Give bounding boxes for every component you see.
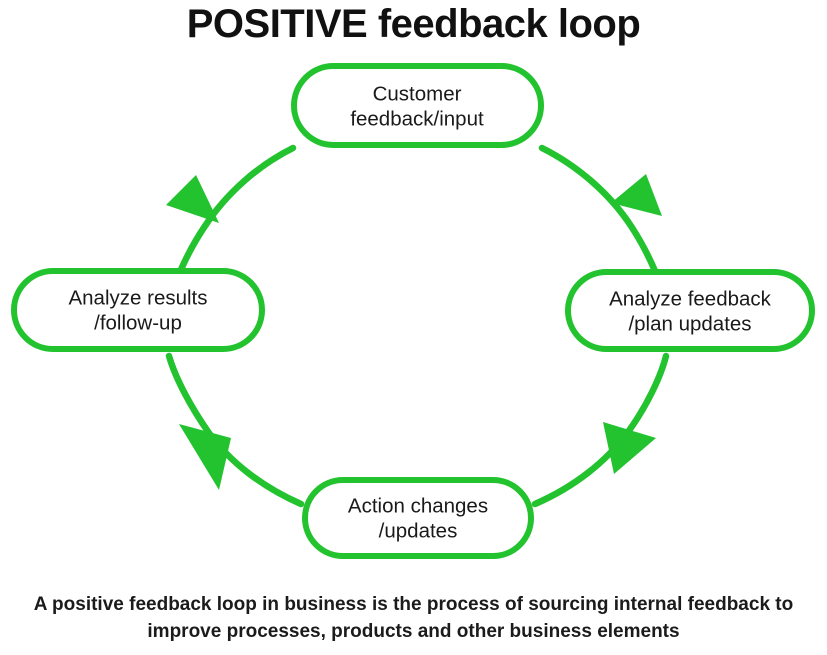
arrowhead-top-to-right [611, 174, 662, 216]
node-top-label-line1: Customer [373, 82, 462, 105]
node-left-label-line2: /follow-up [94, 311, 182, 334]
node-analyze-feedback-plan-updates[interactable]: Analyze feedback /plan updates [565, 269, 815, 352]
node-right-shape [565, 269, 815, 352]
node-bottom-label-line1: Action changes [348, 494, 488, 517]
arrowhead-right-to-bottom [603, 422, 656, 474]
arc-right-to-bottom [531, 352, 670, 508]
node-right-label-line2: /plan updates [628, 312, 751, 335]
feedback-loop-diagram: Customer feedback/input Analyze feedback… [11, 63, 815, 559]
node-top-shape [291, 63, 544, 148]
diagram-caption: A positive feedback loop in business is … [33, 594, 794, 642]
arrowhead-bottom-to-left [179, 424, 231, 490]
node-left-label-line1: Analyze results [68, 286, 207, 309]
arrowhead-left-to-top [166, 175, 219, 223]
node-bottom-label-line2: /updates [379, 519, 458, 542]
node-action-changes-updates[interactable]: Action changes /updates [302, 477, 534, 559]
node-right-label-line1: Analyze feedback [609, 287, 772, 310]
node-left-shape [11, 268, 265, 352]
node-customer-feedback-input[interactable]: Customer feedback/input [291, 63, 544, 148]
page-title: POSITIVE feedback loop [186, 2, 641, 46]
node-top-label-line2: feedback/input [350, 107, 484, 130]
node-analyze-results-follow-up[interactable]: Analyze results /follow-up [11, 268, 265, 352]
node-bottom-shape [302, 477, 534, 559]
